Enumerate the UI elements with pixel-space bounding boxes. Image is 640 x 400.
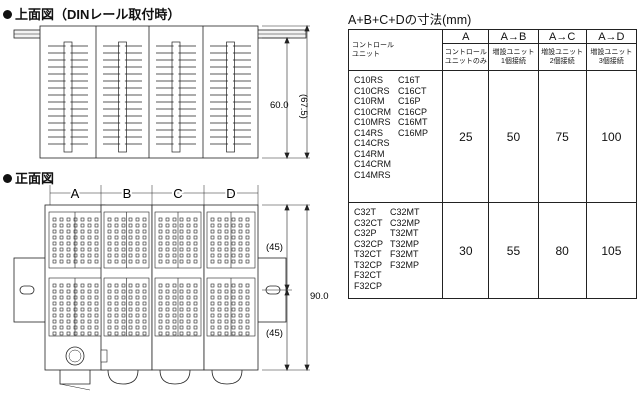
- model-name: C16P: [398, 96, 421, 106]
- subheader-line: 増設ユニット: [590, 49, 633, 56]
- value-cell: 105: [585, 202, 638, 299]
- model-name: C32CT: [354, 217, 383, 228]
- model-name: C14CRM: [354, 159, 392, 169]
- span-label-c: C: [173, 186, 182, 201]
- subheader-line: コントロール: [444, 49, 487, 56]
- span-label-a: A: [71, 186, 80, 201]
- model-name: F32CT: [354, 270, 382, 280]
- model-name: C14RM: [354, 148, 385, 159]
- model-name: C16CP: [398, 106, 428, 117]
- front-view-heading: 正面図: [3, 168, 54, 187]
- model-name: T32MT: [390, 228, 419, 238]
- bullet-icon: [3, 10, 12, 19]
- value-cell: 25: [442, 70, 490, 203]
- subheader-line: 1個接続: [501, 58, 526, 65]
- model-name: F32CP: [354, 280, 383, 291]
- model-header-cell: コントロール ユニット: [347, 29, 444, 71]
- top-view-heading: 上面図（DINレール取付時）: [3, 4, 180, 23]
- front-lower-dim: (45): [266, 328, 283, 339]
- span-label-d: D: [226, 186, 235, 201]
- model-name: C16MT: [398, 117, 428, 127]
- front-upper-dim: (45): [266, 242, 283, 253]
- model-name: C14RS: [354, 127, 384, 138]
- model-name: F32MP: [390, 259, 420, 270]
- value-cell: 55: [488, 202, 539, 299]
- value-cell: 75: [537, 70, 587, 203]
- front-view-drawing: [13, 185, 310, 391]
- model-name: F32MT: [390, 249, 419, 259]
- subheader-cell: 増設ユニット 1個接続: [488, 43, 539, 71]
- front-view-title: 正面図: [15, 171, 55, 186]
- model-name: C32CP: [354, 238, 384, 249]
- technical-drawing: (67.5) 60.0: [13, 24, 329, 391]
- column-header-ad: A→D: [585, 29, 638, 44]
- subheader-line: 3個接続: [598, 58, 624, 65]
- model-header-line: ユニット: [352, 51, 380, 58]
- subheader-line: 2個接続: [549, 58, 575, 65]
- front-height-dim: 90.0: [310, 291, 329, 302]
- value-cell: 100: [585, 70, 638, 203]
- subheader-line: 増設ユニット: [492, 49, 535, 56]
- model-name: C32T: [354, 207, 377, 217]
- model-name: C10RS: [354, 75, 384, 85]
- model-name: C10MRS: [354, 117, 391, 127]
- model-name: C10CRS: [354, 85, 390, 96]
- model-header-line: コントロール: [352, 42, 394, 49]
- model-name: C14MRS: [354, 169, 391, 180]
- table-title: A+B+C+Dの寸法(mm): [348, 13, 472, 27]
- model-name: T32CP: [354, 259, 383, 270]
- model-name: C16T: [398, 75, 421, 85]
- model-name: C14CRS: [354, 138, 390, 148]
- model-name: T32MP: [390, 238, 420, 249]
- dimension-table: コントロール ユニット A A→B A→C A→D コントロールユニットのみ 増…: [347, 29, 638, 299]
- model-name: C16CT: [398, 85, 427, 96]
- top-height-dim: 60.0: [270, 100, 289, 111]
- model-name: C32P: [354, 228, 377, 238]
- model-name: C16MP: [398, 127, 429, 138]
- model-name: C32MT: [390, 207, 420, 217]
- table-header-row: コントロール ユニット A A→B A→C A→D: [347, 29, 638, 71]
- model-name: C32MP: [390, 217, 421, 228]
- subheader-line: 増設ユニット: [541, 49, 584, 56]
- top-view-drawing: [13, 24, 310, 160]
- top-view-title: 上面図（DINレール取付時）: [15, 7, 181, 22]
- column-header-a: A: [442, 29, 490, 44]
- bullet-icon: [3, 174, 12, 183]
- subheader-cell: コントロールユニットのみ: [442, 43, 490, 71]
- top-height-paren-dim: (67.5): [298, 94, 309, 119]
- model-name: C10RM: [354, 96, 385, 106]
- model-name: C10CRM: [354, 106, 392, 117]
- subheader-cell: 増設ユニット 2個接続: [537, 43, 587, 71]
- value-cell: 30: [442, 202, 490, 299]
- column-header-ac: A→C: [537, 29, 587, 44]
- column-header-ab: A→B: [488, 29, 539, 44]
- value-cell: 80: [537, 202, 587, 299]
- span-label-b: B: [123, 186, 132, 201]
- value-cell: 50: [488, 70, 539, 203]
- model-name: T32CT: [354, 249, 382, 259]
- subheader-cell: 増設ユニット 3個接続: [585, 43, 638, 71]
- subheader-line: ユニットのみ: [444, 58, 487, 65]
